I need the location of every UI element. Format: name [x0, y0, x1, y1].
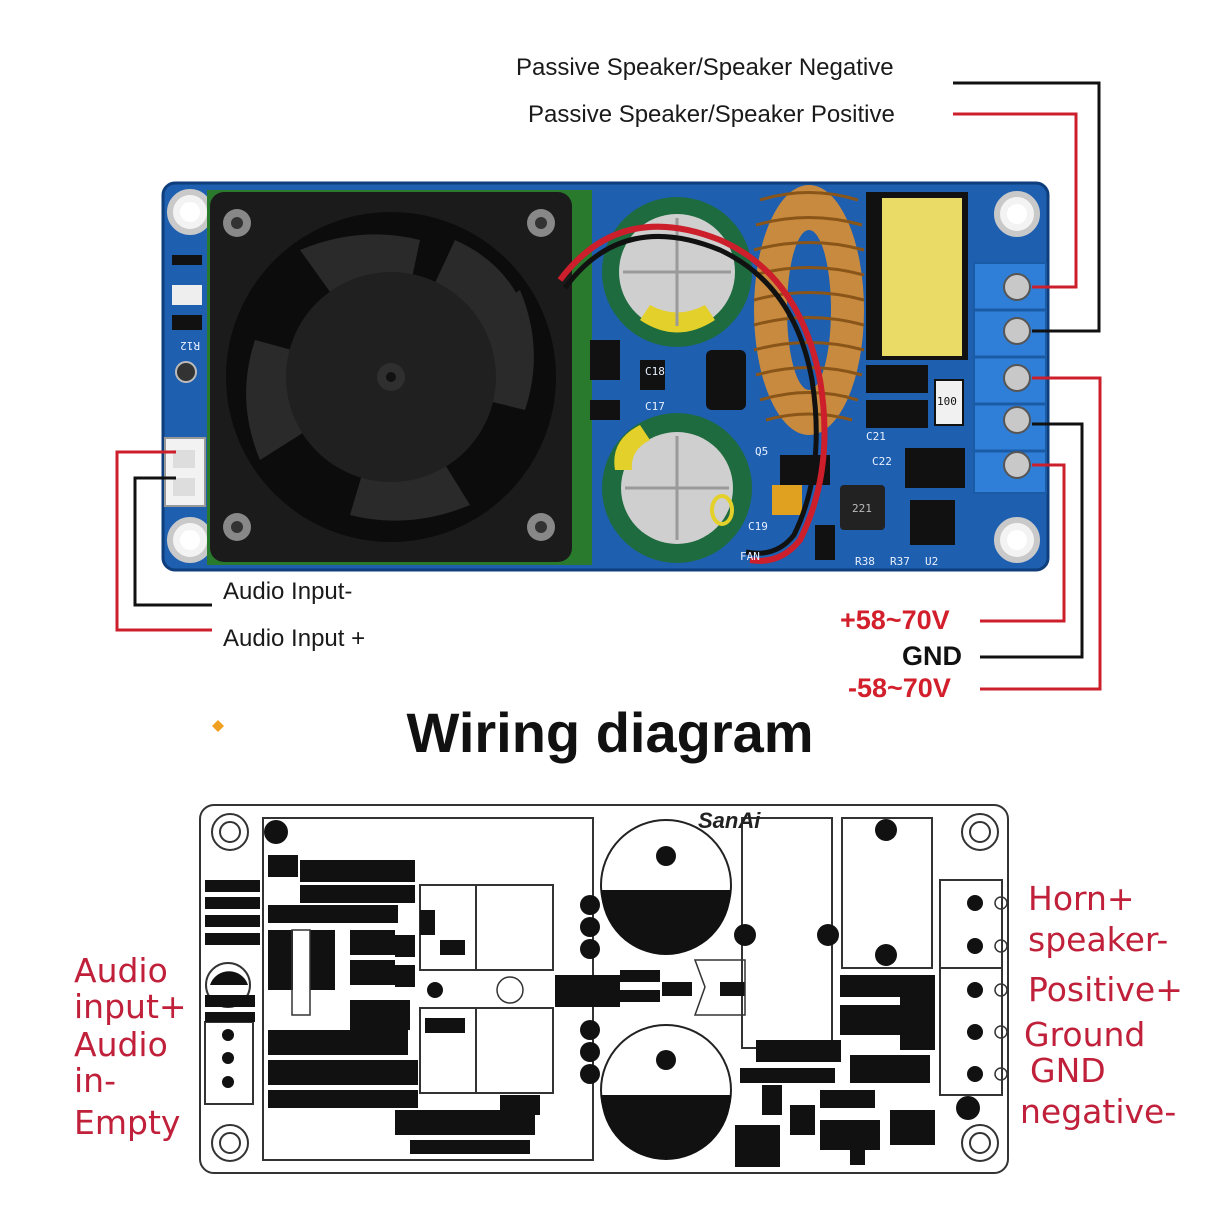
smd-part: [640, 360, 665, 390]
mounting-hole-br: [994, 517, 1040, 563]
label-audio-1: Audio: [74, 951, 168, 990]
silk-coil-mark: 221: [852, 502, 872, 515]
smd-part: [590, 340, 620, 380]
mounting-hole-bl: [167, 517, 213, 563]
silk-c22: C22: [872, 455, 892, 468]
wire-ground: [980, 422, 1084, 659]
silk-fan: FAN: [740, 550, 760, 563]
label-audio-input-plus: Audio Input +: [223, 625, 366, 652]
smd-part: [866, 365, 928, 393]
smd-part: [815, 525, 835, 560]
silk-c19: C19: [748, 520, 768, 533]
schematic-capacitor-top: [600, 819, 732, 955]
label-positive-supply: +58~70V: [840, 605, 950, 635]
silk-r37: R37: [890, 555, 910, 568]
small-capacitor: [706, 350, 746, 410]
smd-part: [934, 379, 964, 426]
label-negative-supply: -58~70V: [848, 673, 951, 703]
label-gnd-bottom: GND: [1030, 1051, 1106, 1090]
smd-part: [866, 400, 928, 428]
terminal-block: [973, 262, 1047, 494]
film-capacitor: [866, 192, 968, 360]
schematic-capacitor-bottom: [600, 1024, 732, 1160]
brand-label: SanAi: [698, 808, 761, 833]
smd-part: [590, 400, 620, 420]
smd-part: [905, 448, 965, 488]
mounting-hole-tr: [994, 191, 1040, 237]
silk-r38: R38: [855, 555, 875, 568]
decorative-diamond: [212, 720, 224, 732]
label-gnd: GND: [902, 641, 962, 671]
terminal-screw: [1003, 317, 1031, 345]
capacitor-top: [602, 197, 752, 347]
label-speaker-minus: speaker-: [1028, 920, 1169, 959]
label-negative-minus: negative-: [1020, 1092, 1177, 1131]
label-input-plus: input+: [74, 987, 187, 1026]
label-positive-plus: Positive+: [1028, 970, 1183, 1009]
silk-c21: C21: [866, 430, 886, 443]
cooling-fan: [210, 192, 572, 562]
wire-audio-input-plus: [115, 450, 212, 632]
label-speaker-negative: Passive Speaker/Speaker Negative: [516, 54, 894, 81]
terminal-screw: [1003, 273, 1031, 301]
wire-positive-supply: [980, 463, 1066, 623]
label-empty: Empty: [74, 1103, 181, 1142]
label-speaker-positive: Passive Speaker/Speaker Positive: [528, 101, 895, 128]
fan-wire-black: [562, 233, 819, 556]
audio-input-connector: [164, 437, 206, 507]
wire-audio-input-minus: [133, 476, 212, 607]
wire-speaker-positive: [953, 112, 1078, 289]
page-title: Wiring diagram: [406, 701, 814, 764]
smd-part: [772, 485, 802, 515]
silk-c17: C17: [645, 400, 665, 413]
silk-c18: C18: [645, 365, 665, 378]
terminal-screw: [1003, 406, 1031, 434]
wire-speaker-negative: [953, 81, 1101, 333]
inductor-coil: [753, 185, 865, 435]
label-audio-input-minus: Audio Input-: [223, 578, 353, 605]
terminal-screw: [1003, 451, 1031, 479]
left-component-strip: [172, 255, 202, 383]
label-horn-plus: Horn+: [1028, 879, 1135, 918]
label-audio-2: Audio: [74, 1025, 168, 1064]
silk-r12: R12: [180, 339, 200, 352]
silk-cap-mark: 100: [937, 395, 957, 408]
label-ground: Ground: [1024, 1015, 1146, 1054]
capacitor-bottom: [602, 413, 752, 563]
schematic-light-details: [291, 896, 1008, 1081]
silk-u2: U2: [925, 555, 938, 568]
silk-q5: Q5: [755, 445, 768, 458]
schematic-smd-pads: [205, 819, 983, 1167]
amplifier-board: R12 C18 C17 C21 C22 C19 Q5 R37 R38 U2 FA…: [161, 181, 1050, 572]
ic-u2: [910, 500, 955, 545]
wire-negative-supply: [980, 376, 1102, 691]
terminal-screw: [1003, 364, 1031, 392]
inductor-small: [840, 485, 885, 530]
label-in-minus: in-: [74, 1061, 116, 1100]
fan-wire-red: [557, 223, 828, 564]
mounting-hole-tl: [167, 189, 213, 235]
